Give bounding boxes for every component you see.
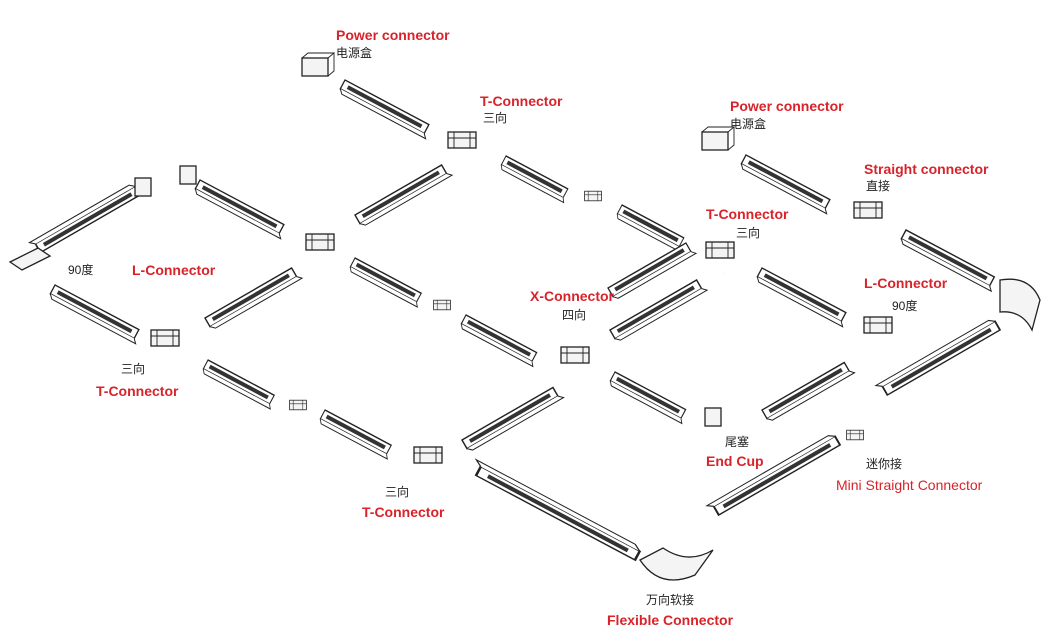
mini-joint — [433, 299, 451, 311]
t-connector-mid-label: T-Connector — [706, 206, 789, 222]
track-segment — [337, 79, 433, 140]
track-segment — [354, 162, 453, 228]
x-connector-label-cn: 四向 — [562, 308, 587, 322]
straight-connector-label: Straight connector — [864, 161, 989, 177]
x-connector-left — [305, 233, 335, 251]
track-segment — [47, 284, 143, 345]
straight-connector-joint — [853, 201, 883, 219]
end-piece — [134, 177, 152, 197]
l-connector-right-label-cn: 90度 — [892, 299, 918, 313]
l-connector-right-joint — [863, 316, 893, 334]
x-connector-center — [560, 346, 590, 364]
power-connector-label-1: Power connector — [336, 27, 450, 43]
track-segment — [614, 204, 687, 253]
track-segment — [317, 409, 395, 460]
t-connector-top-label: T-Connector — [480, 93, 563, 109]
track-segment — [347, 257, 425, 308]
track-segment — [192, 179, 288, 240]
mini-straight-label-cn: 迷你接 — [866, 457, 903, 471]
t-connector-bottom — [413, 446, 443, 464]
x-connector-label: X-Connector — [530, 288, 614, 304]
flexible-corner-right — [999, 278, 1041, 332]
mini-joint — [584, 190, 602, 202]
mini-straight-label: Mini Straight Connector — [836, 477, 983, 493]
t-connector-mid-label-cn: 三向 — [736, 226, 761, 240]
track-segment — [875, 317, 1001, 399]
mini-joint — [289, 399, 307, 411]
end-cup-label-cn: 尾塞 — [725, 435, 750, 449]
l-connector-right-label: L-Connector — [864, 275, 948, 291]
track-segment — [717, 261, 726, 275]
track-segment — [468, 458, 643, 562]
track-segment — [738, 154, 834, 215]
track-segment — [607, 371, 690, 425]
flexible-corner-bottom — [639, 547, 714, 581]
t-connector-bottom-label: T-Connector — [362, 504, 445, 520]
end-cup-label: End Cup — [706, 453, 764, 469]
end-cup-piece — [704, 407, 722, 427]
flexible-connector-label: Flexible Connector — [607, 612, 734, 628]
t-connector-left — [150, 329, 180, 347]
track-segment — [204, 265, 303, 331]
track-segment — [28, 182, 141, 256]
track-segment — [754, 267, 850, 328]
track-segment — [498, 155, 571, 204]
t-connector-top-label-cn: 三向 — [483, 111, 508, 125]
end-cap-left — [179, 165, 197, 185]
straight-connector-label-cn: 直接 — [866, 179, 891, 193]
power-connector-label-2: Power connector — [730, 98, 844, 114]
t-connector-top — [447, 131, 477, 149]
track-segment — [200, 359, 278, 410]
track-segment — [458, 314, 541, 368]
l-connector-left-corner — [8, 247, 52, 271]
t-connector-mid — [705, 241, 735, 259]
power-connector-label-1-cn: 电源盒 — [336, 46, 373, 60]
power-connector-label-2-cn: 电源盒 — [730, 117, 767, 131]
mini-straight-joint — [846, 429, 864, 441]
track-segment — [461, 384, 565, 453]
t-connector-bottom-label-cn: 三向 — [385, 485, 410, 499]
power-connector-box-1 — [301, 52, 335, 77]
l-connector-left-label: L-Connector — [132, 262, 216, 278]
l-connector-left-label-cn: 90度 — [68, 263, 94, 277]
t-connector-left-label-cn: 三向 — [121, 362, 146, 376]
flexible-connector-label-cn: 万向软接 — [646, 593, 695, 607]
track-segment — [761, 359, 856, 423]
t-connector-left-label: T-Connector — [96, 383, 179, 399]
